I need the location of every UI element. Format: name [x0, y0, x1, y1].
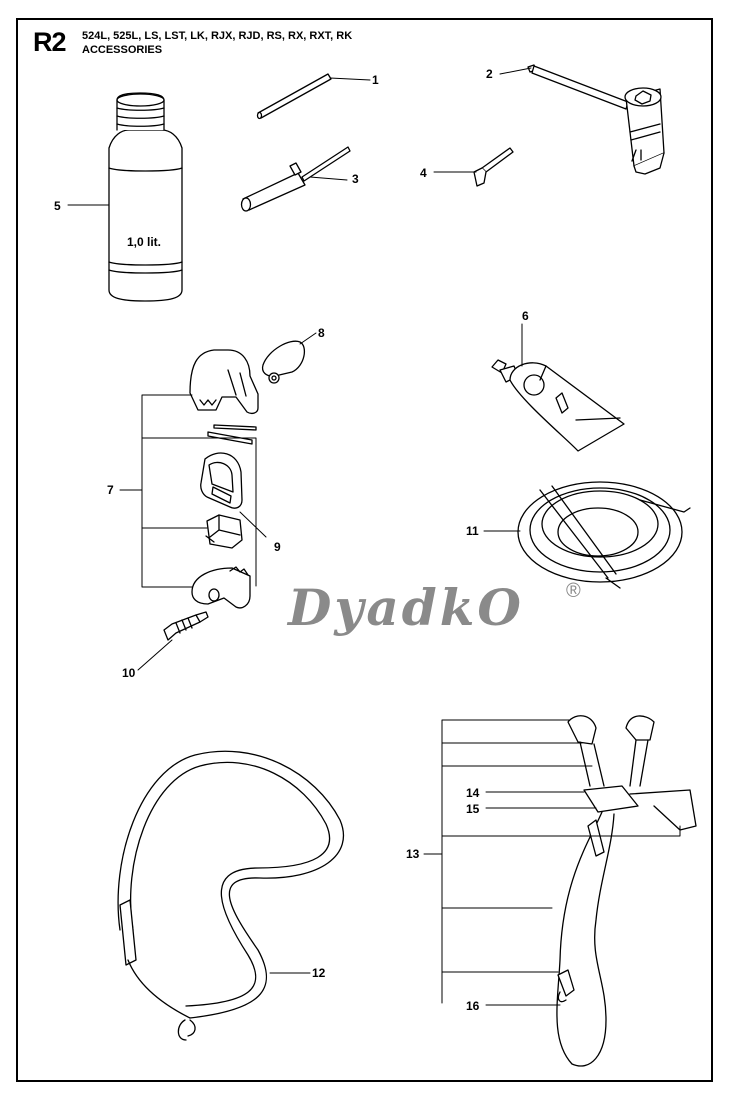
- harness-clip-part-7: [189, 349, 259, 415]
- callout-12: 12: [312, 966, 326, 980]
- callout-6: 6: [522, 309, 529, 323]
- callout-10: 10: [122, 666, 136, 680]
- callout-9: 9: [274, 540, 281, 554]
- line-coil-part-11: [517, 481, 691, 589]
- toothed-clip-part-7: [191, 566, 251, 609]
- harness-part-13: [556, 715, 697, 1067]
- oil-bottle-part-5: [108, 92, 183, 302]
- callout-13: 13: [406, 847, 420, 861]
- section-title: ACCESSORIES: [82, 44, 163, 56]
- callout-8: 8: [318, 326, 325, 340]
- model-list: 524L, 525L, LS, LST, LK, RJX, RJD, RS, R…: [82, 30, 353, 42]
- grease-tube-part-6: [491, 359, 625, 452]
- shoulder-strap-part-12: [117, 750, 345, 1041]
- bottle-volume-label: 1,0 lit.: [127, 235, 162, 249]
- hex-key-part-4: [473, 147, 514, 187]
- callout-3: 3: [352, 172, 359, 186]
- callout-15: 15: [466, 802, 480, 816]
- page-code: R2: [33, 27, 67, 57]
- registered-mark: ®: [566, 580, 581, 602]
- callout-7: 7: [107, 483, 114, 497]
- callout-14: 14: [466, 786, 480, 800]
- buckle-part-7: [205, 514, 243, 549]
- callout-5: 5: [54, 199, 61, 213]
- watermark-text: DyadkO: [288, 578, 524, 637]
- rod-part-1: [256, 73, 332, 120]
- spanner-part-2: [527, 64, 665, 175]
- d-ring-part-9: [200, 452, 243, 509]
- callout-2: 2: [486, 67, 493, 81]
- drawing-frame: [16, 18, 713, 1082]
- screwdriver-part-3: [240, 146, 351, 212]
- clip-part-8: [261, 340, 306, 384]
- callout-1: 1: [372, 73, 379, 87]
- leader-lines: [67, 67, 681, 1006]
- plate-strips: [207, 424, 257, 445]
- callout-16: 16: [466, 999, 480, 1013]
- callout-11: 11: [466, 524, 479, 538]
- screw-part-10: [163, 611, 209, 641]
- callout-4: 4: [420, 166, 427, 180]
